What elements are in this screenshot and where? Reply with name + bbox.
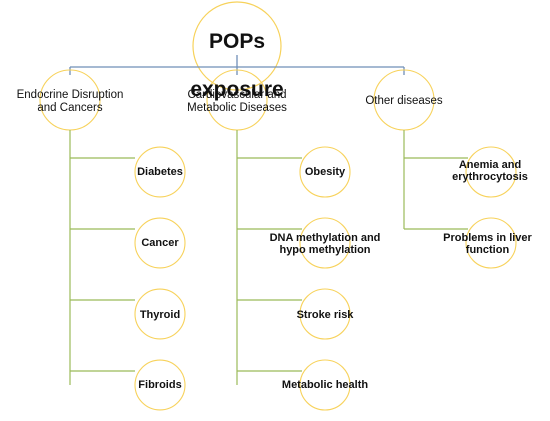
leaf-cancer: Cancer	[141, 237, 179, 249]
category-other-diseases: Other diseases	[365, 95, 443, 107]
leaf-problems-in-liver-function: Problems in liver function	[443, 232, 532, 257]
leaf-thyroid: Thyroid	[139, 309, 181, 321]
category-cardiovascular-and-metabolic-diseases: Cardiovascular and Metabolic Diseases	[187, 89, 287, 114]
leaf-diabetes: Diabetes	[137, 166, 183, 178]
leaf-stroke-risk: Stroke risk	[296, 309, 354, 321]
root-node: POPs exposure	[177, 6, 297, 127]
category-node-outlines	[39, 69, 435, 131]
leaf-obesity: Obesity	[304, 166, 346, 178]
leaf-anemia-and-erythrocytosis: Anemia and erythrocytosis	[452, 159, 528, 184]
root-node-outline	[192, 1, 282, 91]
leaf-node-outlines	[134, 146, 517, 411]
leaf-metabolic-health: Metabolic health	[281, 379, 369, 391]
root-title-line2: exposure	[190, 78, 284, 102]
category-endocrine-disruption-and-cancers: Endocrine Disruption and Cancers	[16, 89, 124, 114]
leaf-dna-methylation: DNA methylation and hypo methylation	[269, 232, 381, 257]
leaf-fibroids: Fibroids	[138, 379, 182, 391]
root-title-line1: POPs	[208, 30, 266, 54]
branch-lines	[69, 130, 468, 385]
root-connector	[69, 55, 405, 75]
